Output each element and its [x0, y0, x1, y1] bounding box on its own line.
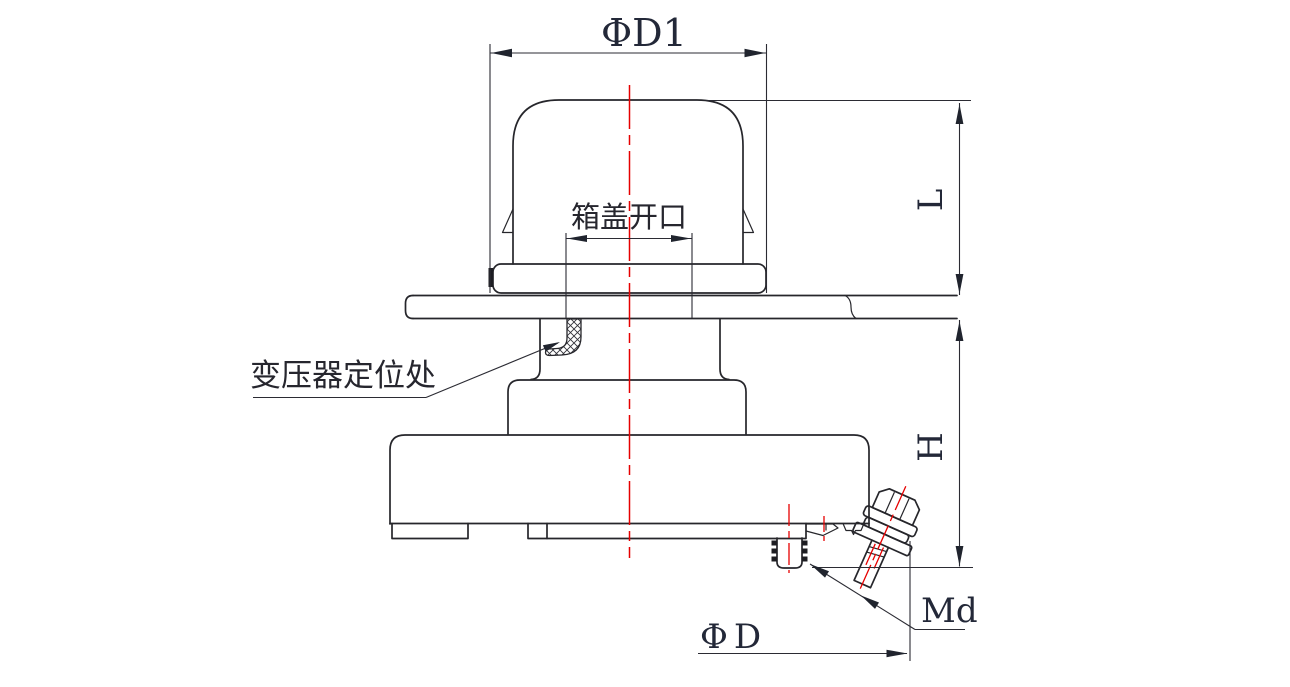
terminal-bolt-assembly [852, 486, 921, 591]
clip-detail-right [842, 522, 865, 536]
arrowhead [861, 595, 879, 609]
centerlines [628, 85, 825, 573]
arrowhead [810, 564, 829, 578]
threaded-stud [771, 537, 808, 569]
arrowhead [671, 235, 691, 242]
arrowhead [542, 342, 560, 352]
dim-phi-d: ΦD [698, 541, 911, 661]
tank-cover-plate [404, 294, 958, 320]
dim-label-l: L [911, 189, 951, 212]
base-tab [527, 522, 548, 540]
callout-transformer-position: 变压器定位处 [250, 342, 560, 399]
bolt-thread-red-left [865, 543, 876, 566]
bolt-washer-large [862, 505, 918, 538]
stud-thread-mark [771, 540, 777, 546]
dome-clip-left [501, 208, 514, 234]
flange-edge-mark [488, 268, 493, 287]
stud-thread-mark [802, 540, 808, 546]
bolt-axis-centerline [858, 486, 907, 591]
stud-outline [776, 537, 803, 569]
upper-step [507, 379, 747, 435]
label-transformer-position: 变压器定位处 [250, 358, 436, 393]
stud-thread-mark [771, 548, 777, 554]
arrowhead [491, 48, 512, 58]
base-bar-right [546, 522, 807, 540]
neck-right-edge [719, 318, 730, 381]
arrowhead [955, 546, 964, 566]
plate-break-jog [844, 294, 857, 320]
dim-label-phi-d1: ΦD1 [601, 11, 687, 55]
stud-thread-mark [802, 548, 808, 554]
arrowhead [955, 104, 964, 124]
dim-label-h: H [911, 432, 951, 462]
stud-thread-mark [802, 556, 808, 562]
dim-label-md: Md [921, 591, 978, 631]
arrowhead [567, 235, 587, 242]
bolt-head-facets [884, 492, 910, 521]
arrowhead [955, 321, 964, 341]
dim-height-h: H [812, 320, 973, 569]
dome-outline [512, 99, 744, 265]
dim-length-l: L [706, 99, 971, 295]
gasket-seal-hatched [544, 318, 582, 357]
dim-phi-d1: ΦD1 [489, 11, 768, 293]
neck-left-edge [530, 318, 541, 381]
dome-clip-right [742, 208, 755, 234]
cap-dome [488, 99, 767, 294]
arrowhead [886, 649, 908, 658]
plate-left-end [404, 294, 414, 320]
dim-label-phi-d: ΦD [700, 617, 767, 657]
clip-detail-left [805, 523, 839, 537]
stud-thread-mark [771, 556, 777, 562]
base-block-left [391, 522, 469, 540]
dim-cover-opening: 箱盖开口 [565, 201, 693, 318]
leader-line [425, 342, 559, 399]
arrowhead [744, 48, 766, 58]
dim-label-cover-opening: 箱盖开口 [571, 201, 687, 234]
bolt-thread-red-right [873, 547, 885, 569]
callout-md-thread: Md [809, 563, 978, 631]
arrowhead [955, 274, 964, 294]
